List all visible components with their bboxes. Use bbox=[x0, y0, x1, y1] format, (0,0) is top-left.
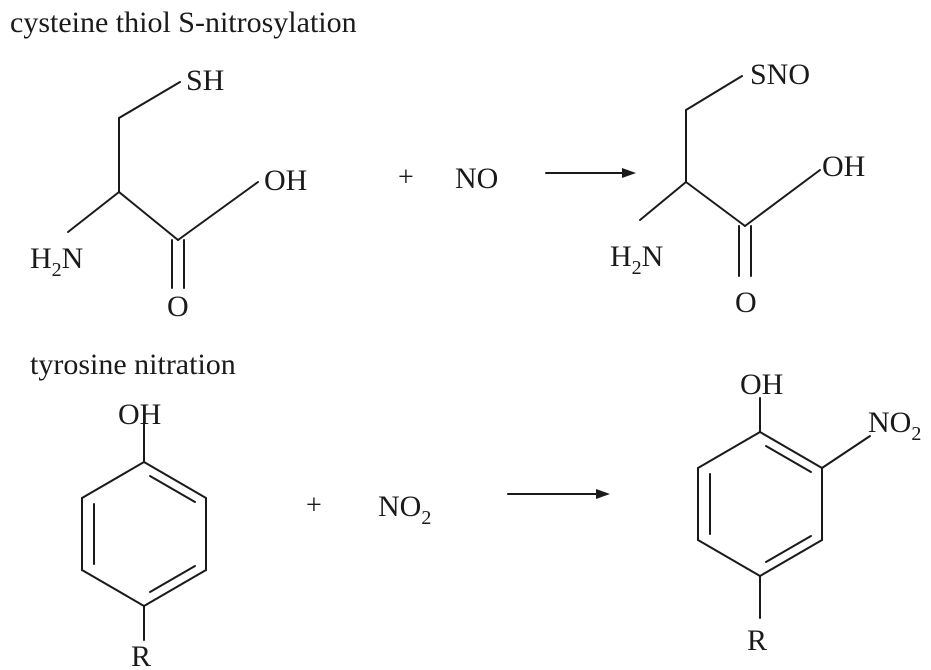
nitrosothiol-label: SNO bbox=[750, 58, 810, 91]
aromatic-inner-line bbox=[765, 535, 812, 563]
product-r-group-label: R bbox=[747, 624, 767, 657]
bond-calpha-ccarbonyl bbox=[685, 181, 746, 227]
bond-ch2-sno bbox=[685, 75, 743, 111]
aromatic-inner-line bbox=[149, 475, 196, 503]
amine-label: H2N bbox=[30, 242, 83, 281]
cysteine-reactant-structure: SH OH H2N O bbox=[30, 64, 307, 323]
thiol-label: SH bbox=[186, 64, 224, 97]
tyrosine-reactant-structure: OH R bbox=[81, 398, 207, 670]
bond-ccarbonyl-oh bbox=[177, 181, 259, 241]
nitric-oxide-label: NO bbox=[455, 162, 498, 195]
product-hydroxyl-label: OH bbox=[822, 150, 865, 183]
cysteine-reaction-arrow bbox=[545, 168, 636, 178]
product-amine-label: H2N bbox=[610, 240, 663, 279]
product-tyrosine-hydroxyl-label: OH bbox=[740, 368, 783, 401]
product-carbonyl-oxygen-label: O bbox=[735, 286, 757, 319]
tyrosine-r-group-label: R bbox=[131, 640, 151, 670]
aromatic-inner-line bbox=[765, 445, 812, 473]
tyrosine-section-title: tyrosine nitration bbox=[30, 348, 236, 381]
nitro-group-label: NO2 bbox=[868, 406, 921, 445]
aromatic-inner-line bbox=[149, 565, 196, 593]
cysteine-product-structure: SNO OH H2N O bbox=[610, 58, 865, 319]
carbonyl-oxygen-label: O bbox=[167, 290, 189, 323]
bond-calpha-n bbox=[67, 191, 120, 233]
bond-ch2-s bbox=[118, 81, 181, 119]
bond-calpha-n bbox=[639, 181, 687, 221]
bond-calpha-ccarbonyl bbox=[118, 191, 179, 241]
cysteine-section-title: cysteine thiol S-nitrosylation bbox=[10, 6, 357, 39]
bond-ccarbonyl-oh bbox=[744, 169, 821, 227]
tyrosine-product-structure: OH NO2 R bbox=[697, 368, 921, 657]
tyrosine-hydroxyl-label: OH bbox=[118, 398, 161, 431]
hydroxyl-label: OH bbox=[264, 164, 307, 197]
tyrosine-reaction-arrow bbox=[507, 489, 610, 499]
cysteine-plus-sign: + bbox=[398, 162, 414, 193]
bond-ring-no2 bbox=[821, 435, 871, 469]
nitrogen-dioxide-label: NO2 bbox=[378, 490, 431, 529]
tyrosine-plus-sign: + bbox=[306, 490, 322, 521]
